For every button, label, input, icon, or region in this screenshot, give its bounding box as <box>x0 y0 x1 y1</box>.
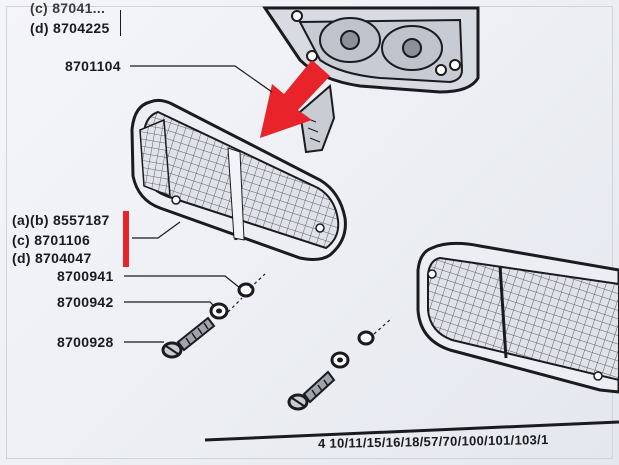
screw-8700928 <box>161 316 216 359</box>
leader-lines <box>124 65 393 343</box>
callout-8700941: 8700941 <box>57 268 114 284</box>
highlight-arrow <box>260 60 330 138</box>
washer-8700941 <box>237 282 255 298</box>
washer-right-small <box>357 330 375 346</box>
top-label-c: (c) 87041... <box>30 0 106 16</box>
washer-8700942 <box>209 302 229 320</box>
top-label-d: (d) 8704225 <box>30 20 110 36</box>
callout-8704047: (d) 8704047 <box>12 250 92 266</box>
footer-rule <box>204 420 619 442</box>
top-label-bracket <box>120 10 121 36</box>
tail-light-lens <box>130 98 347 261</box>
washer-right-large <box>330 351 350 369</box>
callout-8700942: 8700942 <box>57 294 114 310</box>
callout-8701104: 8701104 <box>65 58 121 74</box>
callout-8701106: (c) 8701106 <box>12 232 91 248</box>
callout-8557187: (a)(b) 8557187 <box>12 212 110 228</box>
second-tail-light-lens <box>416 241 619 394</box>
highlight-bar <box>123 211 129 267</box>
callout-8700928: 8700928 <box>57 334 114 350</box>
screw-right <box>287 370 336 411</box>
